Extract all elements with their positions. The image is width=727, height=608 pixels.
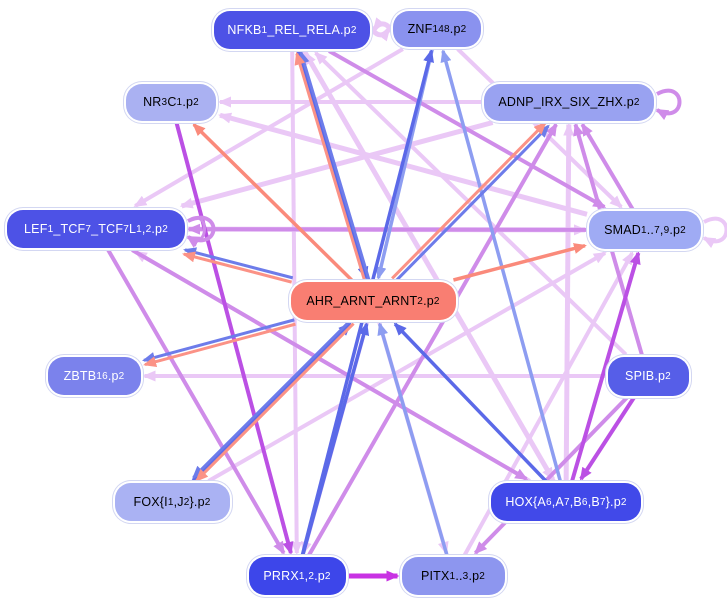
edge-nfkb1-smad (328, 49, 607, 209)
edge-nfkb1-znf148 (370, 27, 391, 42)
self-loop-adnp (655, 88, 682, 121)
edge-ahr-lef1-salmon (181, 251, 293, 284)
edge-hox-adnp (563, 122, 575, 482)
edge-adnp-lef1 (179, 120, 494, 209)
edge-nr3c1-prrx (174, 121, 294, 555)
edge-smad-lef1 (187, 223, 588, 235)
edge-hox-ahr (393, 322, 548, 483)
edge-ahr-nfkb1-blue (298, 50, 371, 280)
edge-ahr-smad (453, 243, 587, 282)
edge-fox-smad (207, 251, 607, 483)
edge-lef1-prrx (106, 248, 286, 555)
edge-ahr-adnp-salmon (391, 121, 547, 280)
edge-ahr-lef1-blue (183, 247, 294, 280)
edge-spib-pitx (473, 396, 629, 555)
edge-ahr-zbtb16-salmon (143, 322, 296, 368)
self-loop-lef1 (186, 216, 206, 248)
edge-nfkb1-ahr (296, 50, 369, 280)
edge-hox-smad (570, 251, 641, 482)
edge-ahr-fox-blue (192, 319, 352, 479)
edge-hox-nfkb1 (303, 51, 556, 483)
edge-ahr-adnp-blue (394, 124, 550, 283)
edge-znf148-lef1 (133, 47, 404, 208)
edge-ahr-nr3c1 (192, 123, 353, 282)
edge-lef1-hox (131, 248, 529, 481)
edge-ahr-fox-salmon (195, 322, 355, 482)
self-loop-smad (702, 216, 727, 249)
edge-pitx-ahr (377, 322, 449, 556)
edge-znf148-nfkb1 (372, 17, 393, 32)
edge-spib-hox (579, 396, 636, 481)
edge-ahr-zbtb16-blue (141, 318, 295, 363)
edge-ahr-nfkb1-salmon (294, 51, 367, 282)
edge-fox-ahr (191, 322, 352, 483)
edge-prrx-adnp (307, 122, 558, 556)
edge-smad-adnp (580, 122, 635, 211)
